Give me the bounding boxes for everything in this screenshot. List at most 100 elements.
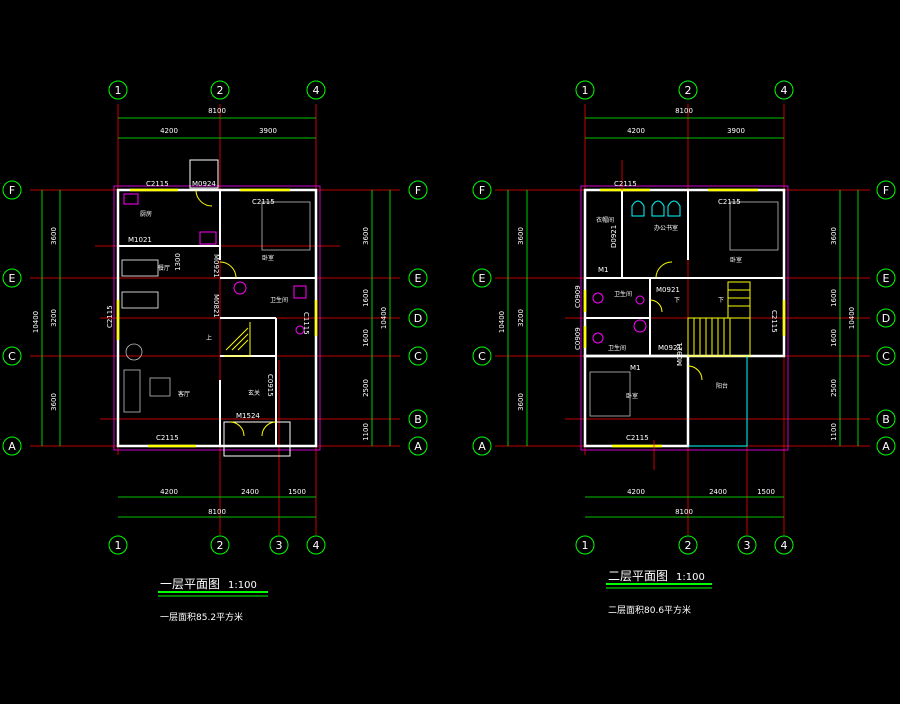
label-bedroom: 卧室: [262, 254, 274, 262]
axis-bubble-right-D-circle: [408, 308, 428, 328]
label-stair-down-a: 下: [674, 297, 680, 304]
sofa-icon: [123, 369, 141, 413]
label-dining: 餐厅: [158, 264, 170, 272]
axis-bubble-bottom-4-circle: [306, 535, 326, 555]
axis-bubble-right-B-circle: [876, 409, 896, 429]
axis-bubble-left-F: F: [479, 184, 485, 197]
label-window-bottom: C2115: [156, 434, 179, 442]
axis-bubble-left-F: F: [9, 184, 15, 197]
axis-bubble-right-C-circle: [408, 346, 428, 366]
label-door-m0921-a: M0921: [656, 286, 680, 294]
axis-bubble-bottom-4: 4: [313, 539, 320, 552]
dim-right-total: 10400: [380, 307, 388, 329]
dim-right-part-3: 1600: [830, 329, 838, 347]
bed-icon: [261, 201, 311, 251]
axis-bubble-right-C: C: [882, 350, 890, 363]
axis-bubble-top-4: 4: [313, 84, 320, 97]
toilet-icon-b: [592, 332, 604, 344]
dim-left-part-3: 3600: [50, 393, 58, 411]
label-window-top-right: C2115: [718, 198, 741, 206]
label-door-d0921: D0921: [610, 225, 618, 248]
axis-bubble-left-E: E: [9, 272, 16, 285]
axis-bubble-right-E-circle: [876, 268, 896, 288]
plan-area-note: 一层面积85.2平方米: [160, 611, 243, 623]
label-door-m1-top: M1: [598, 266, 609, 274]
furniture: [589, 160, 779, 470]
axis-bubble-left-A-circle: [472, 436, 492, 456]
label-kitchen: 厨房: [140, 210, 152, 218]
axis-bubble-right-F: F: [883, 184, 889, 197]
label-window-c0909-b: C0909: [574, 327, 582, 350]
label-study: 办公书室: [654, 224, 678, 232]
doors: [649, 261, 703, 381]
coffee-table-icon: [149, 377, 171, 397]
label-toilet-b: 卫生间: [608, 344, 626, 352]
plan-title: 一层平面图: [160, 577, 220, 591]
axis-bubble-bottom-1-circle: [108, 535, 128, 555]
axis-bubble-top-1: 1: [115, 84, 122, 97]
label-window-top: C2115: [614, 180, 637, 188]
label-door-m0924: M0924: [192, 180, 216, 188]
stair-second: [687, 281, 751, 357]
dim-top-part-2: 3900: [259, 127, 277, 135]
axis-bubble-top-4-circle: [774, 80, 794, 100]
furniture: [121, 193, 311, 413]
dim-left-total: 10400: [32, 311, 40, 333]
axis-bubble-bottom-3: 3: [744, 539, 751, 552]
plan-labels: C2115 M0924 C2115 厨房 M1021 餐厅 M0921 卧室 M…: [106, 180, 310, 442]
label-balcony: 阳台: [716, 382, 728, 390]
plan-title: 二层平面图: [608, 569, 668, 583]
axis-bubble-right-C: C: [414, 350, 422, 363]
dim-left-part-3: 3600: [517, 393, 525, 411]
label-door-m0921: M0921: [212, 254, 220, 278]
stair-first: [224, 322, 251, 357]
axis-bubble-right-D: D: [882, 312, 890, 325]
axis-bubble-bottom-2: 2: [685, 539, 692, 552]
axis-bubble-left-A: A: [8, 440, 16, 453]
dim-left-total: 10400: [498, 311, 506, 333]
outer-wall-upper: [583, 188, 786, 358]
windows: [583, 188, 786, 448]
dim-right-part-5: 1100: [830, 423, 838, 441]
axis-bubble-left-E-circle: [2, 268, 22, 288]
axis-bubble-left-C-circle: [472, 346, 492, 366]
dim-right-part-1: 3600: [830, 227, 838, 245]
dimension-texts: 8100 4200 3900 4200 2400 1500 8100 10400…: [32, 107, 388, 516]
plan-area-note: 二层面积80.6平方米: [608, 604, 691, 616]
axis-bubble-top-2: 2: [685, 84, 692, 97]
axis-bubble-top-2-circle: [210, 80, 230, 100]
axis-bubble-left-C: C: [8, 350, 16, 363]
axis-bubble-right-B: B: [414, 413, 422, 426]
label-stair-up: 上: [206, 334, 212, 342]
axis-bubble-right-E: E: [883, 272, 890, 285]
axis-bubble-left-E-circle: [472, 268, 492, 288]
axis-bubble-right-A-circle: [876, 436, 896, 456]
interior-walls: [585, 190, 784, 446]
dim-bottom-total: 8100: [208, 508, 226, 516]
label-window-top-right: C2115: [252, 198, 275, 206]
label-bedroom-top: 卧室: [730, 256, 742, 264]
chair-icon-1: [631, 200, 645, 217]
dim-top-part-1: 4200: [160, 127, 178, 135]
label-window-c2115-right: C2115: [770, 310, 778, 333]
label-window-c0909-a: C0909: [574, 285, 582, 308]
dim-bottom-part-1: 4200: [160, 488, 178, 496]
axis-bubble-top-1: 1: [582, 84, 589, 97]
axis-bubble-bottom-4: 4: [781, 539, 788, 552]
kitchen-vent: [189, 159, 219, 189]
axis-bubble-right-E: E: [415, 272, 422, 285]
second-plan-title-block: 二层平面图 1:100 二层面积80.6平方米: [606, 569, 712, 616]
label-door-m0821: M0821: [212, 294, 220, 318]
label-window-left: C2115: [106, 305, 114, 328]
axis-bubble-bottom-2-circle: [210, 535, 230, 555]
dim-left-part-2: 3200: [517, 309, 525, 327]
dim-top-part-2: 3900: [727, 127, 745, 135]
axis-bubble-right-E-circle: [408, 268, 428, 288]
axis-bubble-left-E: E: [479, 272, 486, 285]
windows: [116, 188, 318, 448]
dim-left-part-1: 3600: [517, 227, 525, 245]
dim-right-part-1: 3600: [362, 227, 370, 245]
